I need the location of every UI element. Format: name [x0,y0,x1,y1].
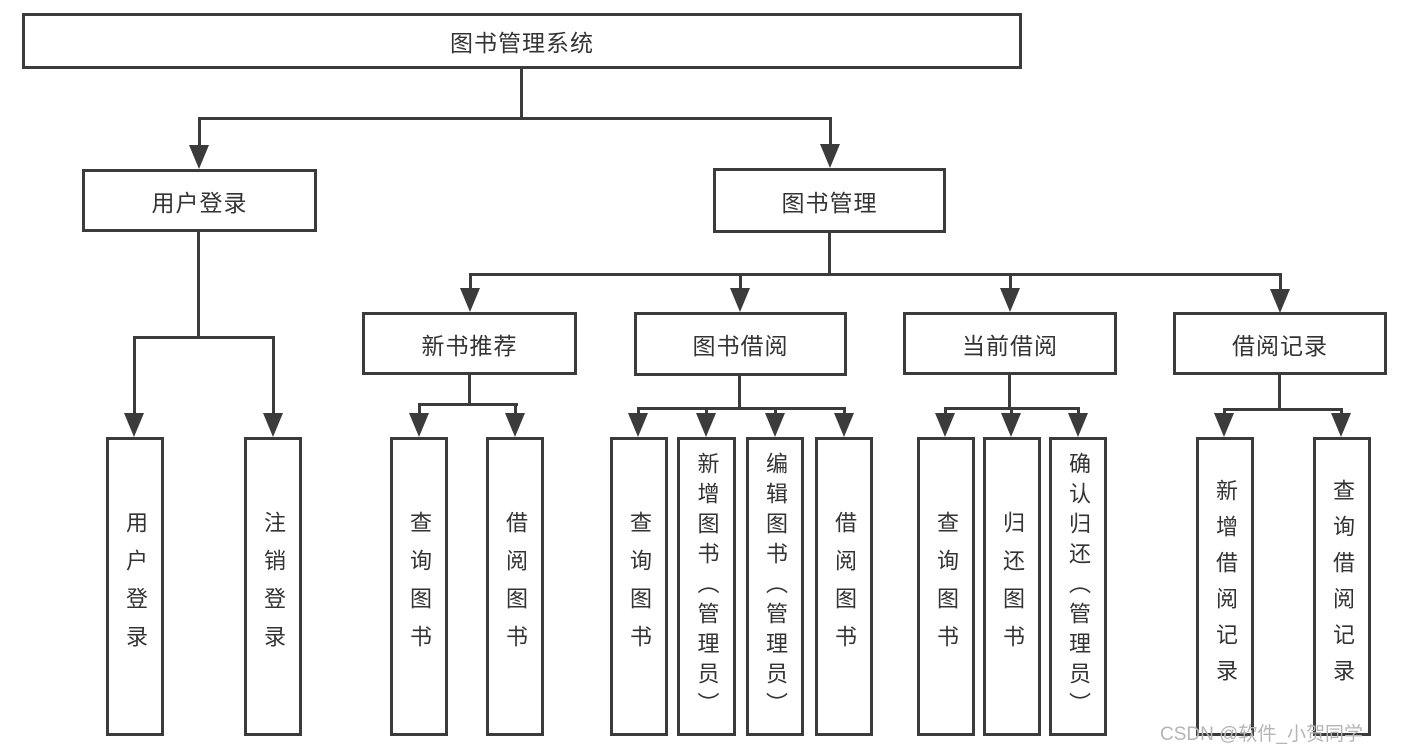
leaf-query-books-1-label: 查询图书 [407,510,432,663]
connector-line-user-login-stem [197,232,200,336]
connector-line-book-borrow-stem [738,376,741,407]
connector-arrow-to-leaf-user-login [124,336,144,437]
leaf-user-login: 用户登录 [106,437,164,736]
arrowhead-icon [765,413,785,437]
node-current-borrow-label: 当前借阅 [962,332,1058,359]
arrowhead-icon [460,288,480,312]
connector-line-book-management-stem [828,233,831,273]
leaf-query-books-3-label: 查询图书 [934,510,959,663]
arrowhead-icon [820,144,840,168]
node-book-borrow-label: 图书借阅 [692,333,789,359]
leaf-add-books-admin: 新增图书（管理员） [677,437,736,736]
connector-line-root-stem [520,69,523,117]
node-root-label: 图书管理系统 [450,30,594,56]
arrowhead-icon [1000,288,1020,312]
leaf-query-borrow-record: 查询借阅记录 [1313,437,1371,736]
connector-line-book-borrow-bus [637,407,846,410]
arrowhead-icon [1068,413,1088,437]
arrowhead-icon [1214,413,1234,437]
leaf-confirm-return-admin: 确认归还（管理员） [1049,437,1107,736]
watermark: CSDN @软件_小贺同学 [1160,724,1363,745]
leaf-add-books-admin-label: 新增图书（管理员） [694,451,720,722]
arrowhead-icon [1270,289,1290,313]
connector-line-current-borrow-stem [1008,375,1011,407]
arrowhead-icon [263,413,283,437]
connector-arrow-to-leaf-add-record [1214,408,1234,437]
leaf-edit-books-admin-label: 编辑图书（管理员） [763,451,788,722]
connector-line-borrow-record-stem [1278,375,1281,408]
connector-arrow-to-leaf-query-books-1 [409,403,429,437]
node-user-login-label: 用户登录 [151,189,248,216]
connector-line-user-login-bus [133,336,275,339]
connector-line-new-book-stem [468,375,471,403]
node-new-book-recommend: 新书推荐 [362,312,577,375]
node-new-book-recommend-label: 新书推荐 [421,332,518,359]
node-book-management: 图书管理 [713,168,946,233]
connector-line-new-book-bus [418,403,518,406]
leaf-add-borrow-record: 新增借阅记录 [1196,437,1254,736]
leaf-borrow-books-1-label: 借阅图书 [503,510,528,663]
connector-arrow-to-leaf-return-books [1001,407,1021,437]
connector-arrow-to-leaf-confirm-return [1068,407,1088,437]
leaf-query-books-1: 查询图书 [390,437,448,736]
arrowhead-icon [935,413,955,437]
connector-arrow-to-leaf-borrow-books-2 [834,407,854,437]
arrowhead-icon [124,413,144,437]
connector-arrow-to-leaf-borrow-books-1 [505,403,525,437]
connector-arrow-to-leaf-logout [263,336,283,437]
arrowhead-icon [730,288,750,312]
connector-arrow-to-current-borrow [1000,273,1020,312]
arrowhead-icon [1331,413,1351,437]
leaf-add-borrow-record-label: 新增借阅记录 [1213,478,1238,695]
leaf-borrow-books-1: 借阅图书 [486,437,544,736]
node-user-login: 用户登录 [82,169,317,232]
leaf-logout: 注销登录 [244,437,302,736]
arrowhead-icon [189,145,209,169]
connector-arrow-to-leaf-query-books-2 [628,407,648,437]
leaf-query-borrow-record-label: 查询借阅记录 [1330,478,1355,695]
connector-line-level3-bus [469,273,1282,276]
leaf-borrow-books-2: 借阅图书 [815,437,873,736]
connector-arrow-to-book-management [820,117,840,168]
connector-arrow-to-new-book [460,273,480,312]
leaf-query-books-2: 查询图书 [610,437,668,736]
leaf-confirm-return-admin-label: 确认归还（管理员） [1066,451,1091,722]
connector-arrow-to-leaf-query-books-3 [935,407,955,437]
leaf-logout-label: 注销登录 [261,510,286,663]
leaf-query-books-3: 查询图书 [917,437,975,736]
arrowhead-icon [834,413,854,437]
node-root: 图书管理系统 [22,13,1022,69]
leaf-return-books: 归还图书 [983,437,1041,736]
arrowhead-icon [409,413,429,437]
node-current-borrow: 当前借阅 [903,312,1117,375]
leaf-user-login-label: 用户登录 [123,510,148,663]
node-book-borrow: 图书借阅 [634,312,847,376]
node-book-management-label: 图书管理 [781,189,878,216]
connector-arrow-to-leaf-add-books [696,407,716,437]
connector-arrow-to-book-borrow [730,273,750,312]
connector-arrow-to-user-login [189,117,209,169]
leaf-borrow-books-2-label: 借阅图书 [832,510,857,663]
connector-arrow-to-borrow-record [1270,273,1290,313]
arrowhead-icon [1001,413,1021,437]
node-borrow-records: 借阅记录 [1173,312,1387,375]
connector-line-level2-bus [198,117,831,120]
node-borrow-records-label: 借阅记录 [1232,332,1328,359]
arrowhead-icon [505,413,525,437]
leaf-edit-books-admin: 编辑图书（管理员） [746,437,804,736]
connector-arrow-to-leaf-edit-books [765,407,785,437]
connector-arrow-to-leaf-query-record [1331,408,1351,437]
leaf-return-books-label: 归还图书 [1000,510,1025,663]
leaf-query-books-2-label: 查询图书 [627,510,652,663]
arrowhead-icon [696,413,716,437]
arrowhead-icon [628,413,648,437]
connector-line-borrow-record-bus [1223,408,1343,411]
